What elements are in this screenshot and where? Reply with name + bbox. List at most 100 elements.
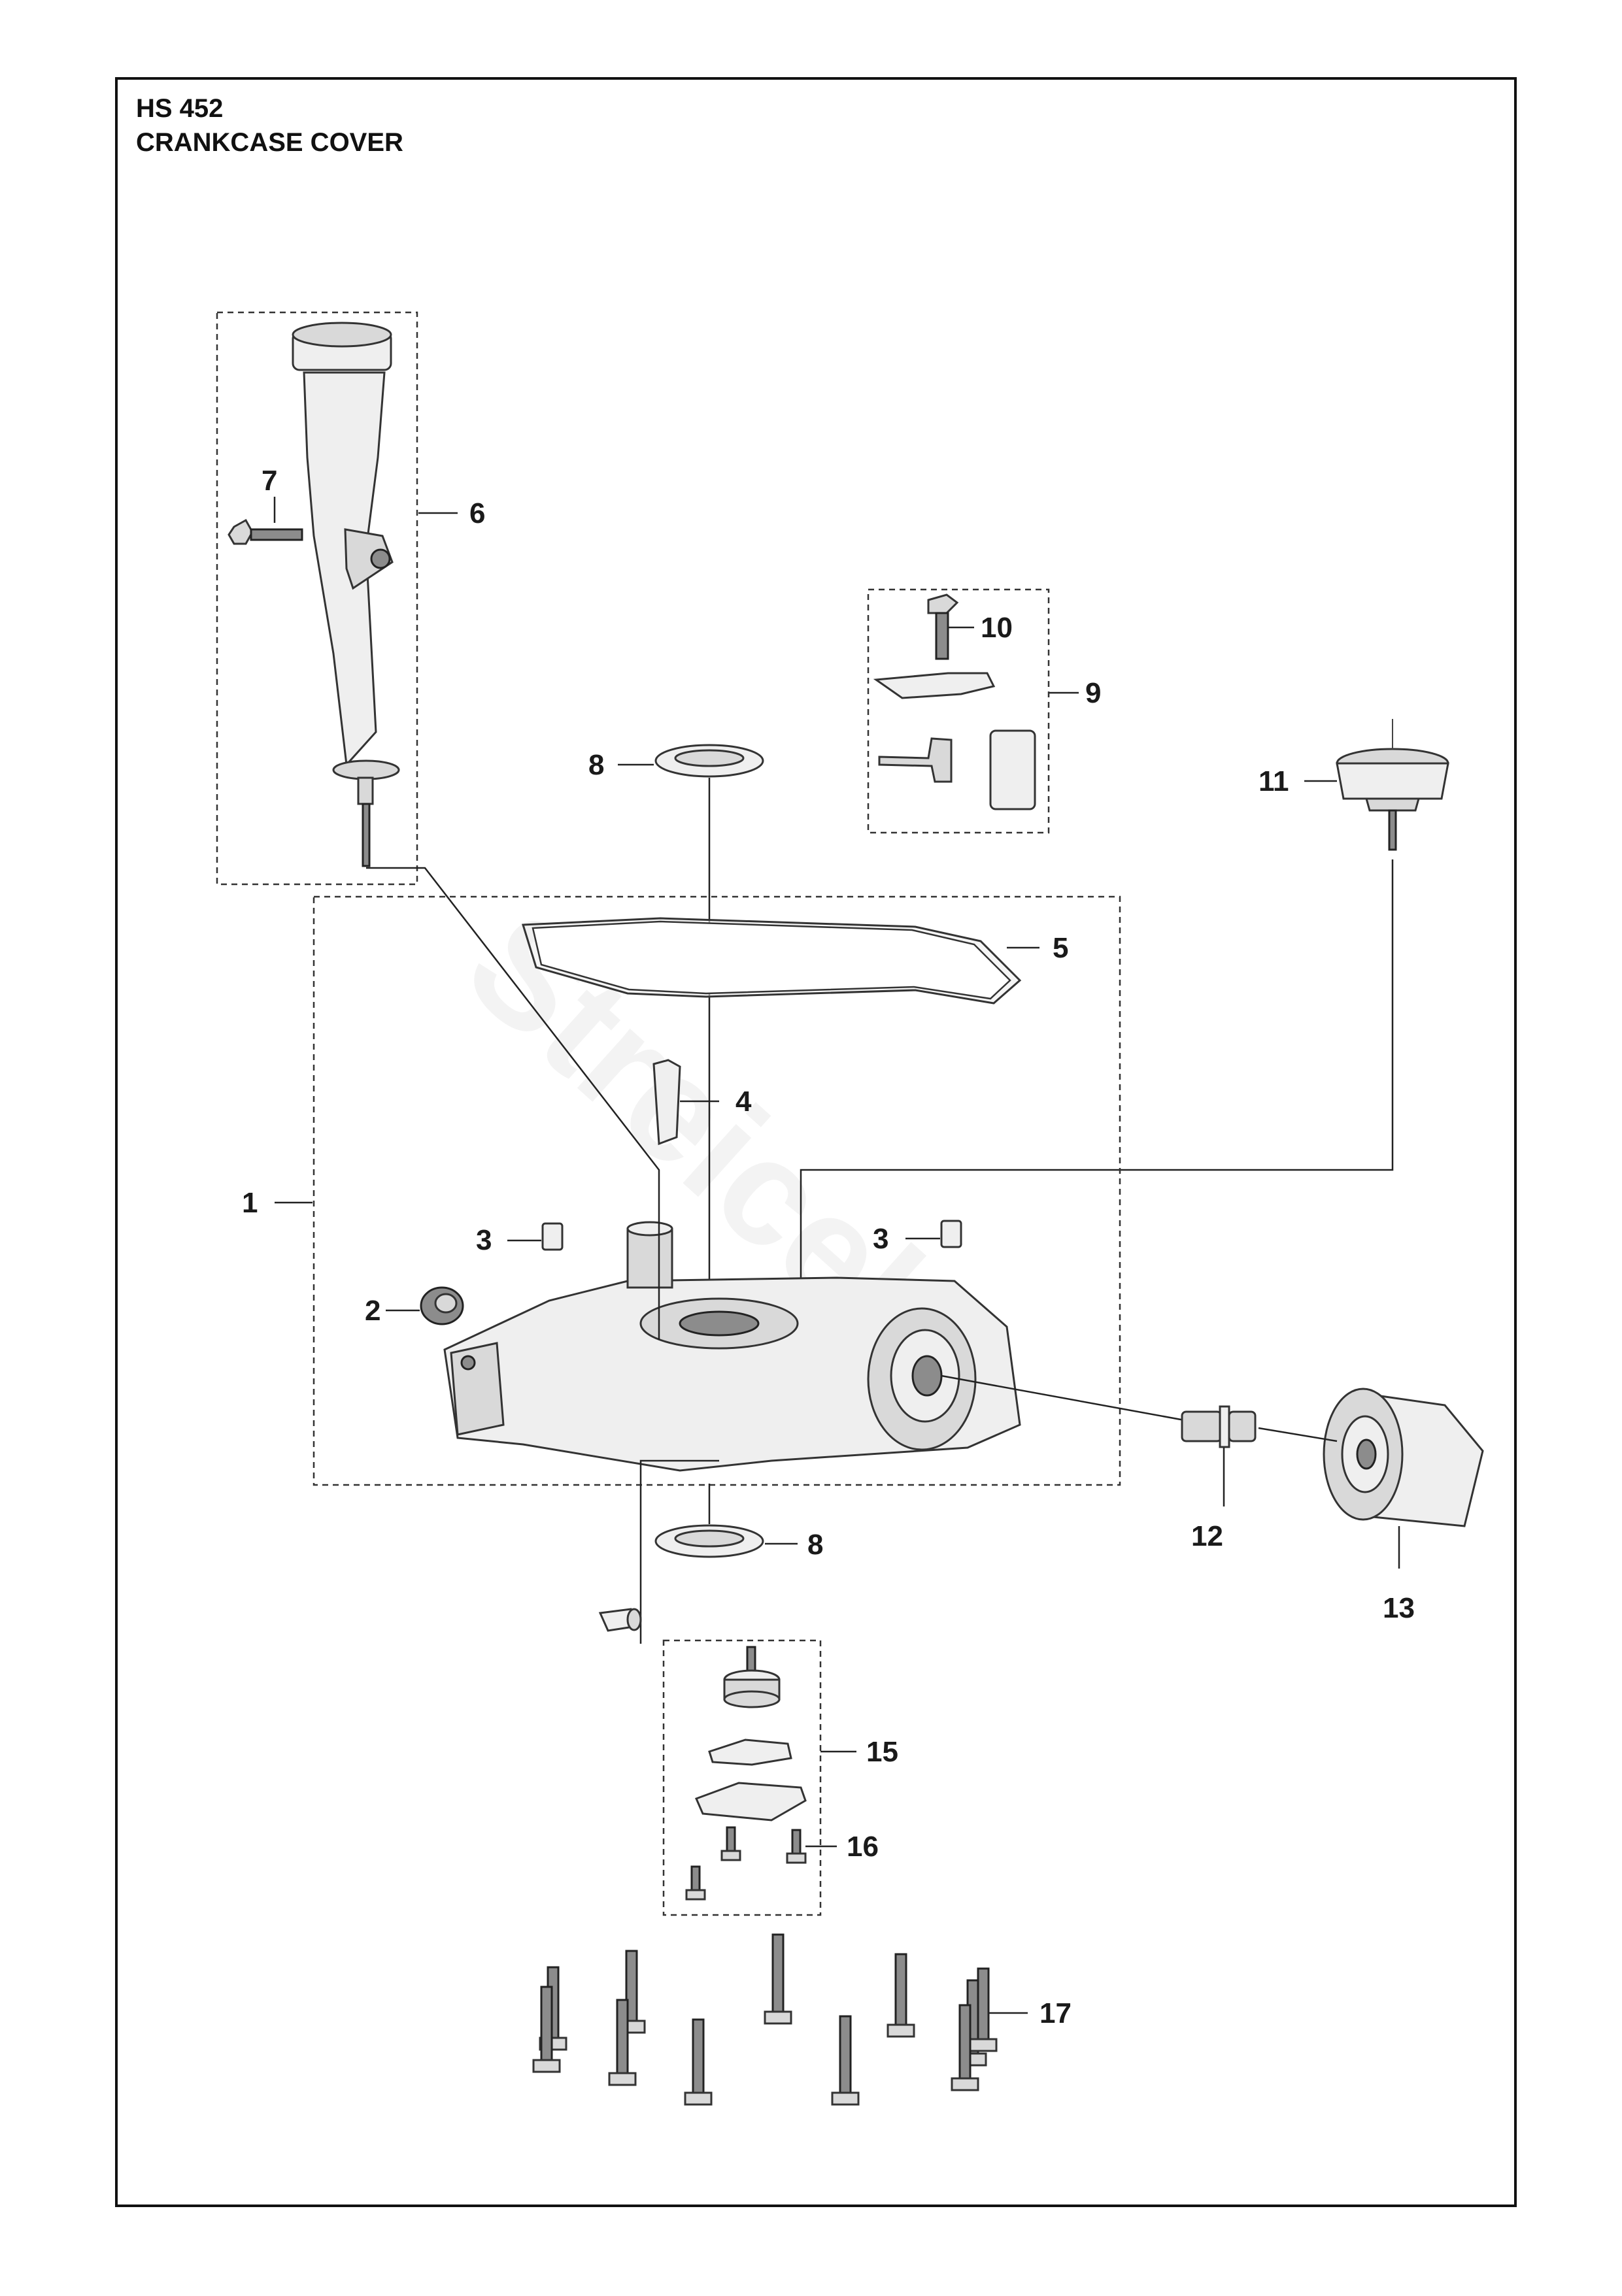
bolt-17-6-head [764, 2010, 792, 2025]
filter-13-port [1356, 1439, 1377, 1470]
screw-16-b-head [786, 1852, 807, 1864]
bolt-17-11-head [951, 2077, 979, 2091]
callout-16: 16 [847, 1831, 879, 1863]
callout-11: 11 [1259, 765, 1289, 797]
bolt-17-10-head [969, 2038, 998, 2052]
dipstick-cap-top [292, 322, 392, 348]
cover-left-flange [450, 1342, 505, 1436]
callout-13: 13 [1383, 1592, 1415, 1624]
tube-seal-ring [332, 759, 400, 780]
callout-1: 1 [242, 1187, 258, 1219]
screw-16-c-shank [690, 1865, 701, 1893]
plug-2-socket [434, 1293, 458, 1314]
assembly-line-12 [941, 1374, 1210, 1426]
filter-mount-port [911, 1355, 943, 1397]
oil-seal-8-bottom-inner [674, 1529, 745, 1548]
sensor-lever [878, 737, 953, 783]
tube-mount-bracket [344, 528, 394, 590]
bolt-17-6-shank [771, 1933, 785, 2014]
bolt-17-7-head [831, 2091, 860, 2106]
bolt-17-5-head [684, 2091, 713, 2106]
page-frame [115, 77, 1517, 2207]
bolt-17-1 [539, 1966, 567, 2051]
drain-plug-2 [420, 1286, 464, 1325]
callout-7: 7 [262, 465, 277, 497]
sensor-pad [989, 729, 1036, 810]
callout-8-bottom: 8 [807, 1529, 823, 1561]
dipstick-tube [303, 371, 386, 767]
bolt-17-11-shank [958, 2004, 972, 2082]
bolt-17-8 [887, 1953, 915, 2038]
assembly-line-11 [800, 859, 1394, 1307]
callout-5: 5 [1053, 932, 1068, 964]
bolt-17-5 [684, 2018, 713, 2106]
dipstick-blade [362, 803, 371, 867]
oil-filter-13 [1323, 1388, 1484, 1527]
nipple-12-left [1181, 1410, 1223, 1442]
callout-15: 15 [866, 1736, 898, 1768]
cover-tube-boss-top [626, 1221, 673, 1237]
bracket-plate [873, 672, 996, 699]
bolt-10-shank [935, 612, 949, 660]
tube-tip [357, 776, 374, 805]
assembly-line-13 [1258, 1427, 1338, 1442]
bolt-17-10 [969, 1967, 998, 2052]
callout-9: 9 [1085, 677, 1101, 709]
bolt-17-11 [951, 2004, 979, 2091]
nipple-12-flange [1219, 1405, 1230, 1448]
bolt-17-6 [764, 1933, 792, 2025]
oil-seal-8-top-inner [674, 749, 745, 767]
callout-12: 12 [1191, 1520, 1223, 1552]
nipple-12-right [1228, 1410, 1257, 1442]
valve-cover-plate [694, 1782, 807, 1822]
dowel-pin-3-left [541, 1222, 564, 1251]
callout-17: 17 [1039, 1997, 1072, 2029]
page-title: CRANKCASE COVER [136, 128, 403, 157]
group-box-1 [313, 895, 1121, 1486]
cover-bearing-bore [679, 1310, 760, 1337]
sensor-11-pin [1388, 809, 1397, 851]
crankcase-cover-1 [443, 1221, 1210, 1472]
bolt-17-5-shank [692, 2018, 705, 2096]
valve-bottom [723, 1690, 781, 1708]
bolt-set-17 [532, 1933, 998, 2106]
group-box-6 [216, 311, 418, 886]
bolt-17-4-head [608, 2072, 637, 2086]
cover-bolt-hole [460, 1355, 476, 1371]
assembly-line-connector [639, 1459, 719, 1644]
callout-10: 10 [981, 612, 1013, 644]
oil-level-sensor-11 [1336, 719, 1449, 851]
screw-16-b-shank [791, 1829, 802, 1856]
callout-4: 4 [735, 1086, 752, 1118]
connector-ring [626, 1608, 642, 1631]
bolt-17-8-shank [894, 1953, 907, 2027]
bolt-17-7-shank [839, 2015, 852, 2096]
dowel-pin-3-right [940, 1220, 962, 1248]
bolt-10-head [927, 593, 959, 614]
bolt-17-7 [831, 2015, 860, 2106]
bolt-17-4 [608, 1999, 637, 2086]
callout-8-top: 8 [588, 749, 604, 781]
baffle-4 [652, 1059, 681, 1146]
callout-3-right: 3 [873, 1223, 888, 1255]
bolt-17-4-shank [616, 1999, 629, 2076]
screw-7-shank [250, 528, 303, 541]
group-box-15 [662, 1639, 822, 1916]
sensor-11-body [1336, 762, 1449, 800]
valve-kit-15 [685, 1646, 807, 1901]
bracket-hole [370, 548, 391, 569]
filter-nipple-12 [1181, 1405, 1257, 1448]
screw-16-a-shank [726, 1826, 736, 1854]
model-number: HS 452 [136, 94, 224, 123]
valve-seal-ring [708, 1739, 792, 1766]
bolt-17-2-head [532, 2059, 561, 2073]
bolt-17-8-head [887, 2023, 915, 2038]
screw-16-a-head [720, 1850, 741, 1861]
dipstick-tube-assembly [292, 322, 400, 867]
assembly-line-6 [366, 867, 660, 1340]
bolt-17-2 [532, 1986, 561, 2073]
title-block: HS 452 CRANKCASE COVER [136, 92, 403, 159]
screw-16-c-head [685, 1889, 706, 1901]
